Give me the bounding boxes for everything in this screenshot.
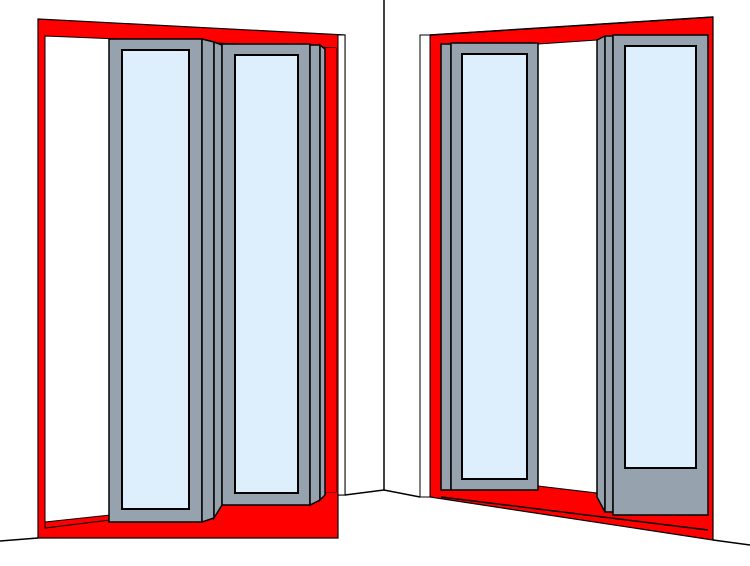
right-door-head-line [429,16,714,36]
left-door-jamb-right [325,48,336,492]
right-door-glass-a [461,53,528,480]
floor-line-left [0,537,39,542]
right-door-fold-stile-b [596,34,606,513]
right-door-unit [419,16,714,541]
floor-line-center [344,489,421,498]
left-door-fold-stile-1 [201,38,215,524]
right-door-opening [537,39,598,494]
right-door-fold-stile-a [440,43,452,491]
room-edges [0,0,750,546]
floor-line-right [712,539,750,546]
right-door-sill-line [440,496,709,531]
left-door-fold-edge-2 [319,43,326,502]
left-door-glass-2 [234,54,299,494]
right-door-fold-edge-b [604,35,614,513]
left-door-unit [37,18,346,539]
right-door-glass-b [624,45,697,469]
left-door-fold-stile-2 [309,44,321,507]
right-door-wall-return [419,34,431,498]
left-door-wall-return [337,34,346,496]
left-door-fold-edge-1 [213,40,223,521]
left-door-glass-1 [121,49,190,510]
